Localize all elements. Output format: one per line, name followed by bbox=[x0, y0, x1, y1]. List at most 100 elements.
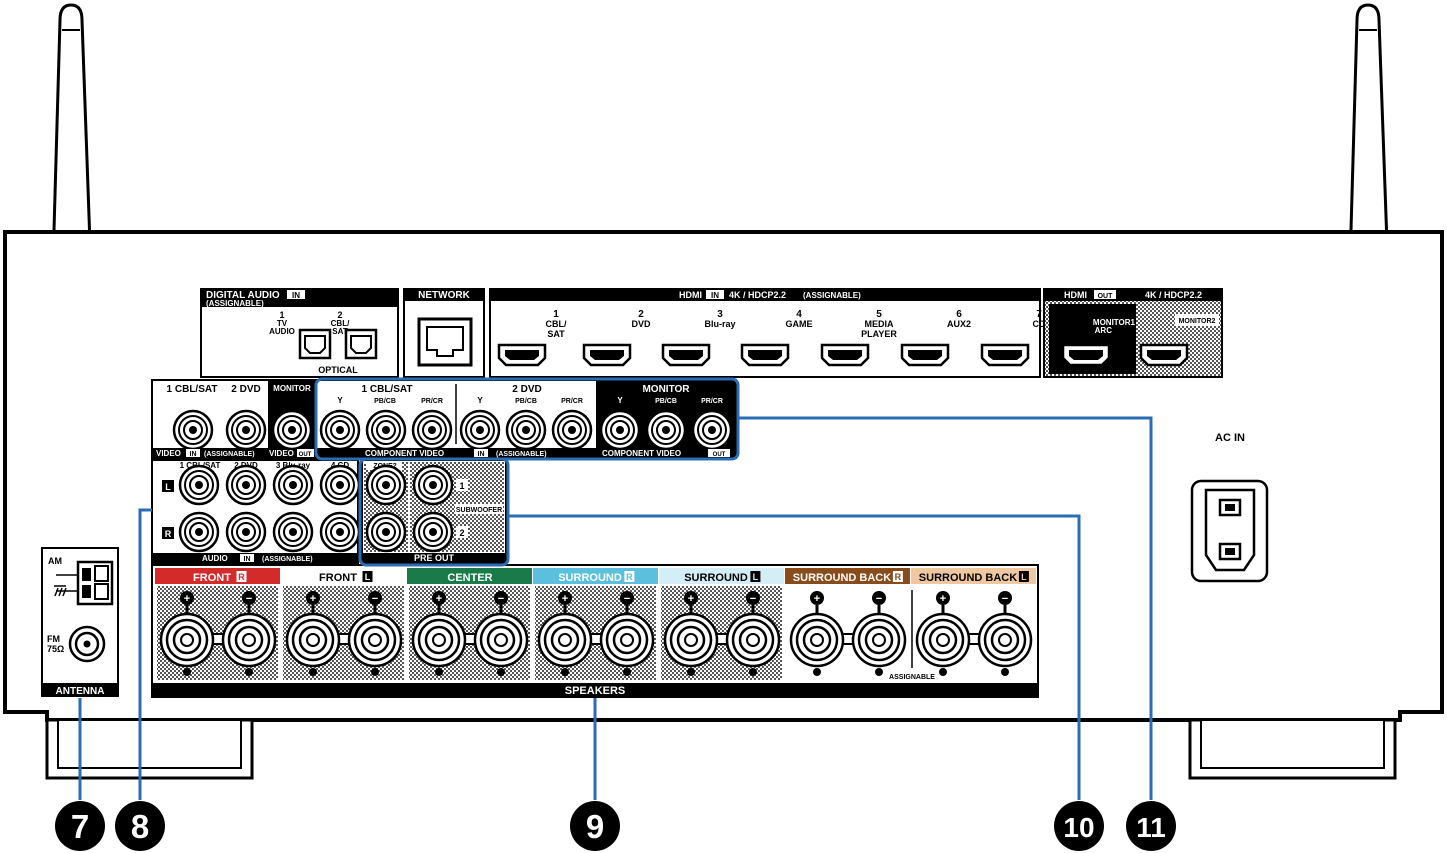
minus-icon: − bbox=[624, 593, 630, 605]
audio-in-1-l-jack[interactable] bbox=[178, 464, 220, 506]
audio-in-1-r-jack[interactable] bbox=[178, 511, 220, 553]
svg-text:(ASSIGNABLE): (ASSIGNABLE) bbox=[206, 299, 264, 308]
minus-icon: − bbox=[750, 593, 756, 605]
video-in-2-jack[interactable] bbox=[225, 409, 267, 451]
svg-text:AUDIO: AUDIO bbox=[202, 554, 228, 563]
speaker-terminal-minus[interactable] bbox=[221, 612, 277, 668]
callout-leader-lines bbox=[78, 416, 1153, 800]
svg-text:OUT: OUT bbox=[713, 452, 726, 458]
speaker-terminal-plus[interactable] bbox=[537, 612, 593, 668]
speaker-channel-side-tag: R bbox=[238, 572, 245, 582]
svg-text:COMPONENT VIDEO: COMPONENT VIDEO bbox=[365, 449, 444, 458]
am-antenna-terminal[interactable] bbox=[56, 560, 114, 606]
svg-text:(ASSIGNABLE): (ASSIGNABLE) bbox=[496, 451, 547, 458]
hdmi-in-port-label: MEDIA bbox=[865, 319, 895, 329]
optical-port-2[interactable] bbox=[344, 328, 378, 360]
subwoofer-1-jack[interactable] bbox=[412, 464, 454, 506]
hdmi-out-monitor1-port[interactable] bbox=[1061, 343, 1111, 367]
callout-9: 9 bbox=[570, 801, 620, 851]
component-in1-pb-jack[interactable] bbox=[365, 409, 407, 451]
component-in2-pb-jack[interactable] bbox=[505, 409, 547, 451]
video-monitor-out-jack[interactable] bbox=[271, 409, 313, 451]
speaker-terminal-minus[interactable] bbox=[347, 612, 403, 668]
hdmi-in-port-7[interactable]: 7CD bbox=[980, 309, 1046, 367]
component-out-pb-jack[interactable] bbox=[645, 409, 687, 451]
subwoofer-2-jack[interactable] bbox=[412, 511, 454, 553]
svg-text:11: 11 bbox=[1136, 812, 1166, 843]
speaker-terminal-minus[interactable] bbox=[473, 612, 529, 668]
zone2-r-jack[interactable] bbox=[365, 511, 407, 553]
plus-icon: + bbox=[310, 593, 316, 605]
speaker-channel-name: SURROUND bbox=[684, 572, 748, 584]
audio-in-3-r-jack[interactable] bbox=[272, 511, 314, 553]
minus-icon: − bbox=[372, 593, 378, 605]
audio-in-4-l-jack[interactable] bbox=[319, 464, 361, 506]
speaker-terminal-plus[interactable] bbox=[159, 612, 215, 668]
video-in-1-jack[interactable] bbox=[172, 409, 214, 451]
svg-text:PR/CR: PR/CR bbox=[421, 398, 443, 405]
speaker-channel-name: FRONT bbox=[193, 572, 231, 584]
plus-icon: + bbox=[436, 593, 442, 605]
svg-text:R: R bbox=[165, 529, 172, 539]
component-in1-y-jack[interactable] bbox=[319, 409, 361, 451]
component-out-pr-jack[interactable] bbox=[691, 409, 733, 451]
speaker-channel-side-tag: L bbox=[753, 572, 759, 582]
speaker-terminal-minus[interactable] bbox=[851, 612, 907, 668]
svg-text:4K / HDCP2.2: 4K / HDCP2.2 bbox=[729, 290, 786, 300]
ac-inlet[interactable] bbox=[1190, 479, 1269, 583]
speaker-terminal-minus[interactable] bbox=[977, 612, 1033, 668]
svg-text:MONITOR: MONITOR bbox=[273, 384, 311, 393]
speaker-channel-side-tag: L bbox=[1021, 572, 1027, 582]
hdmi-in-port-number: 7 bbox=[1036, 309, 1042, 320]
svg-text:Y: Y bbox=[337, 396, 343, 405]
speaker-terminal-plus[interactable] bbox=[915, 612, 971, 668]
audio-in-2-r-jack[interactable] bbox=[225, 511, 267, 553]
speaker-terminal-minus[interactable] bbox=[599, 612, 655, 668]
component-in2-y-jack[interactable] bbox=[459, 409, 501, 451]
pre-out-section: ZONE2 1 2 SUBWOOFER PRE OUT bbox=[361, 459, 507, 564]
speaker-terminal-plus[interactable] bbox=[663, 612, 719, 668]
component-video-section: 1 CBL/SAT 2 DVD Y PB/CB PR/CR Y PB/CB PR… bbox=[315, 379, 737, 459]
minus-icon: − bbox=[876, 593, 882, 605]
svg-text:ARC: ARC bbox=[1095, 326, 1113, 335]
svg-text:2 DVD: 2 DVD bbox=[512, 384, 541, 395]
svg-text:PRE OUT: PRE OUT bbox=[414, 553, 455, 563]
speaker-terminal-plus[interactable] bbox=[285, 612, 341, 668]
ethernet-port[interactable] bbox=[417, 317, 473, 367]
optical-port-1[interactable] bbox=[298, 328, 332, 360]
speaker-terminal-plus[interactable] bbox=[411, 612, 467, 668]
hdmi-in-port-label: DVD bbox=[631, 319, 651, 329]
svg-text:7: 7 bbox=[71, 808, 89, 845]
minus-icon: − bbox=[246, 593, 252, 605]
svg-text:(ASSIGNABLE): (ASSIGNABLE) bbox=[803, 291, 861, 300]
speaker-terminal-minus[interactable] bbox=[725, 612, 781, 668]
hdmi-out-monitor2-port[interactable] bbox=[1139, 343, 1189, 367]
speaker-channel-name: CENTER bbox=[447, 572, 492, 584]
audio-in-2-l-jack[interactable] bbox=[225, 464, 267, 506]
svg-text:2: 2 bbox=[459, 528, 464, 538]
svg-text:IN: IN bbox=[292, 291, 300, 300]
svg-text:MONITOR: MONITOR bbox=[642, 384, 690, 395]
fm-antenna-jack[interactable] bbox=[68, 625, 106, 663]
svg-text:ASSIGNABLE: ASSIGNABLE bbox=[889, 674, 935, 681]
speaker-channel-name: FRONT bbox=[319, 572, 357, 584]
ac-in-section: AC IN bbox=[1190, 432, 1269, 583]
component-out-y-jack[interactable] bbox=[599, 409, 641, 451]
zone2-l-jack[interactable] bbox=[365, 464, 407, 506]
audio-in-4-r-jack[interactable] bbox=[319, 511, 361, 553]
speaker-terminal-plus[interactable] bbox=[789, 612, 845, 668]
component-in1-pr-jack[interactable] bbox=[411, 409, 453, 451]
svg-text:2 DVD: 2 DVD bbox=[231, 384, 260, 395]
audio-in-3-l-jack[interactable] bbox=[272, 464, 314, 506]
hdmi-in-port-label: CBL/ bbox=[546, 319, 567, 329]
svg-text:FM: FM bbox=[47, 634, 60, 644]
component-in2-pr-jack[interactable] bbox=[551, 409, 593, 451]
